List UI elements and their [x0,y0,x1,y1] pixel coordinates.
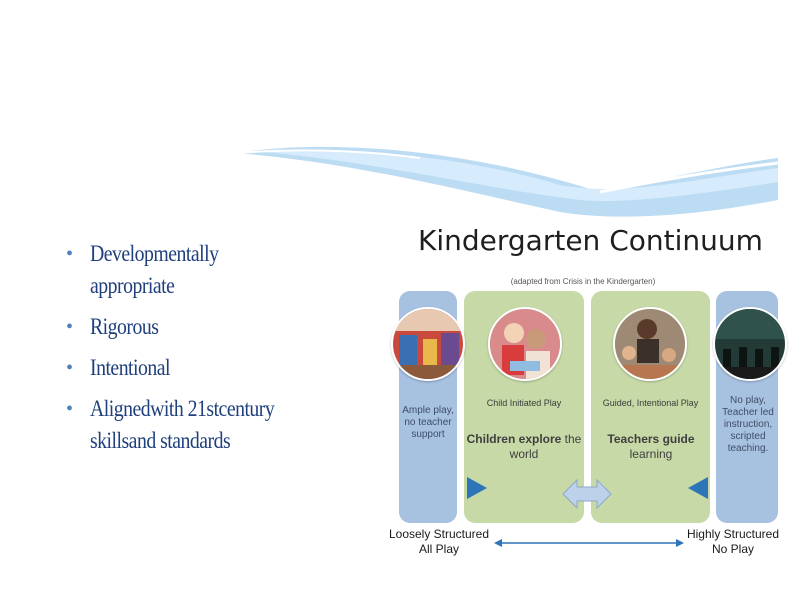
triangle-right-icon [467,477,487,499]
continuum-arrow [494,539,684,547]
child-initiated-label: Child Initiated Play [486,398,562,408]
children-explore-rest: the world [509,432,582,461]
teachers-guide-bold: Teachers guide [607,432,695,446]
bullet-dot-icon: • [66,398,74,420]
bullet-text: Intentional [90,355,171,380]
ample-play-text: Ample play, no teacher support [402,405,454,440]
bullet-text: Alignedwith 21stcentury skillsand standa… [90,396,275,453]
triangle-left-icon [688,477,708,499]
continuum-subtitle: (adapted from Crisis in the Kindergarten… [510,277,656,286]
children-explore-bold: Children explore [466,432,562,446]
bullet-list: • Developmentally appropriate • Rigorous… [62,238,342,466]
bullet-item: • Developmentally appropriate [62,238,342,302]
bullet-text: Rigorous [90,314,159,339]
bullet-dot-icon: • [66,357,74,379]
loosely-structured-label: Loosely Structured All Play [385,527,493,557]
teachers-guide-caption: Teachers guide learning [596,432,706,462]
bullet-item: • Alignedwith 21stcentury skillsand stan… [62,393,342,457]
highly-structured-line1: Highly Structured [686,527,780,541]
lecture-classroom-photo [713,307,787,381]
double-arrow-icon [562,478,612,510]
continuum-title: Kindergarten Continuum [418,224,763,257]
bullet-dot-icon: • [66,316,74,338]
bullet-text: Developmentally appropriate [90,241,219,298]
highly-structured-line2: No Play [711,542,755,556]
children-explore-caption: Children explore the world [466,432,582,462]
bullet-item: • Rigorous [62,311,342,343]
bullet-dot-icon: • [66,243,74,265]
bullet-item: • Intentional [62,352,342,384]
classroom-photo [391,307,465,381]
decorative-wave [235,146,779,217]
loosely-structured-line1: Loosely Structured [388,527,490,541]
loosely-structured-line2: All Play [418,542,459,556]
highly-structured-label: Highly Structured No Play [682,527,784,557]
teacher-led-text: No play, Teacher led instruction, script… [722,395,774,454]
children-playing-photo [488,307,562,381]
guided-play-label: Guided, Intentional Play [602,398,699,408]
teachers-guide-rest: learning [629,447,673,461]
teacher-guiding-photo [613,307,687,381]
